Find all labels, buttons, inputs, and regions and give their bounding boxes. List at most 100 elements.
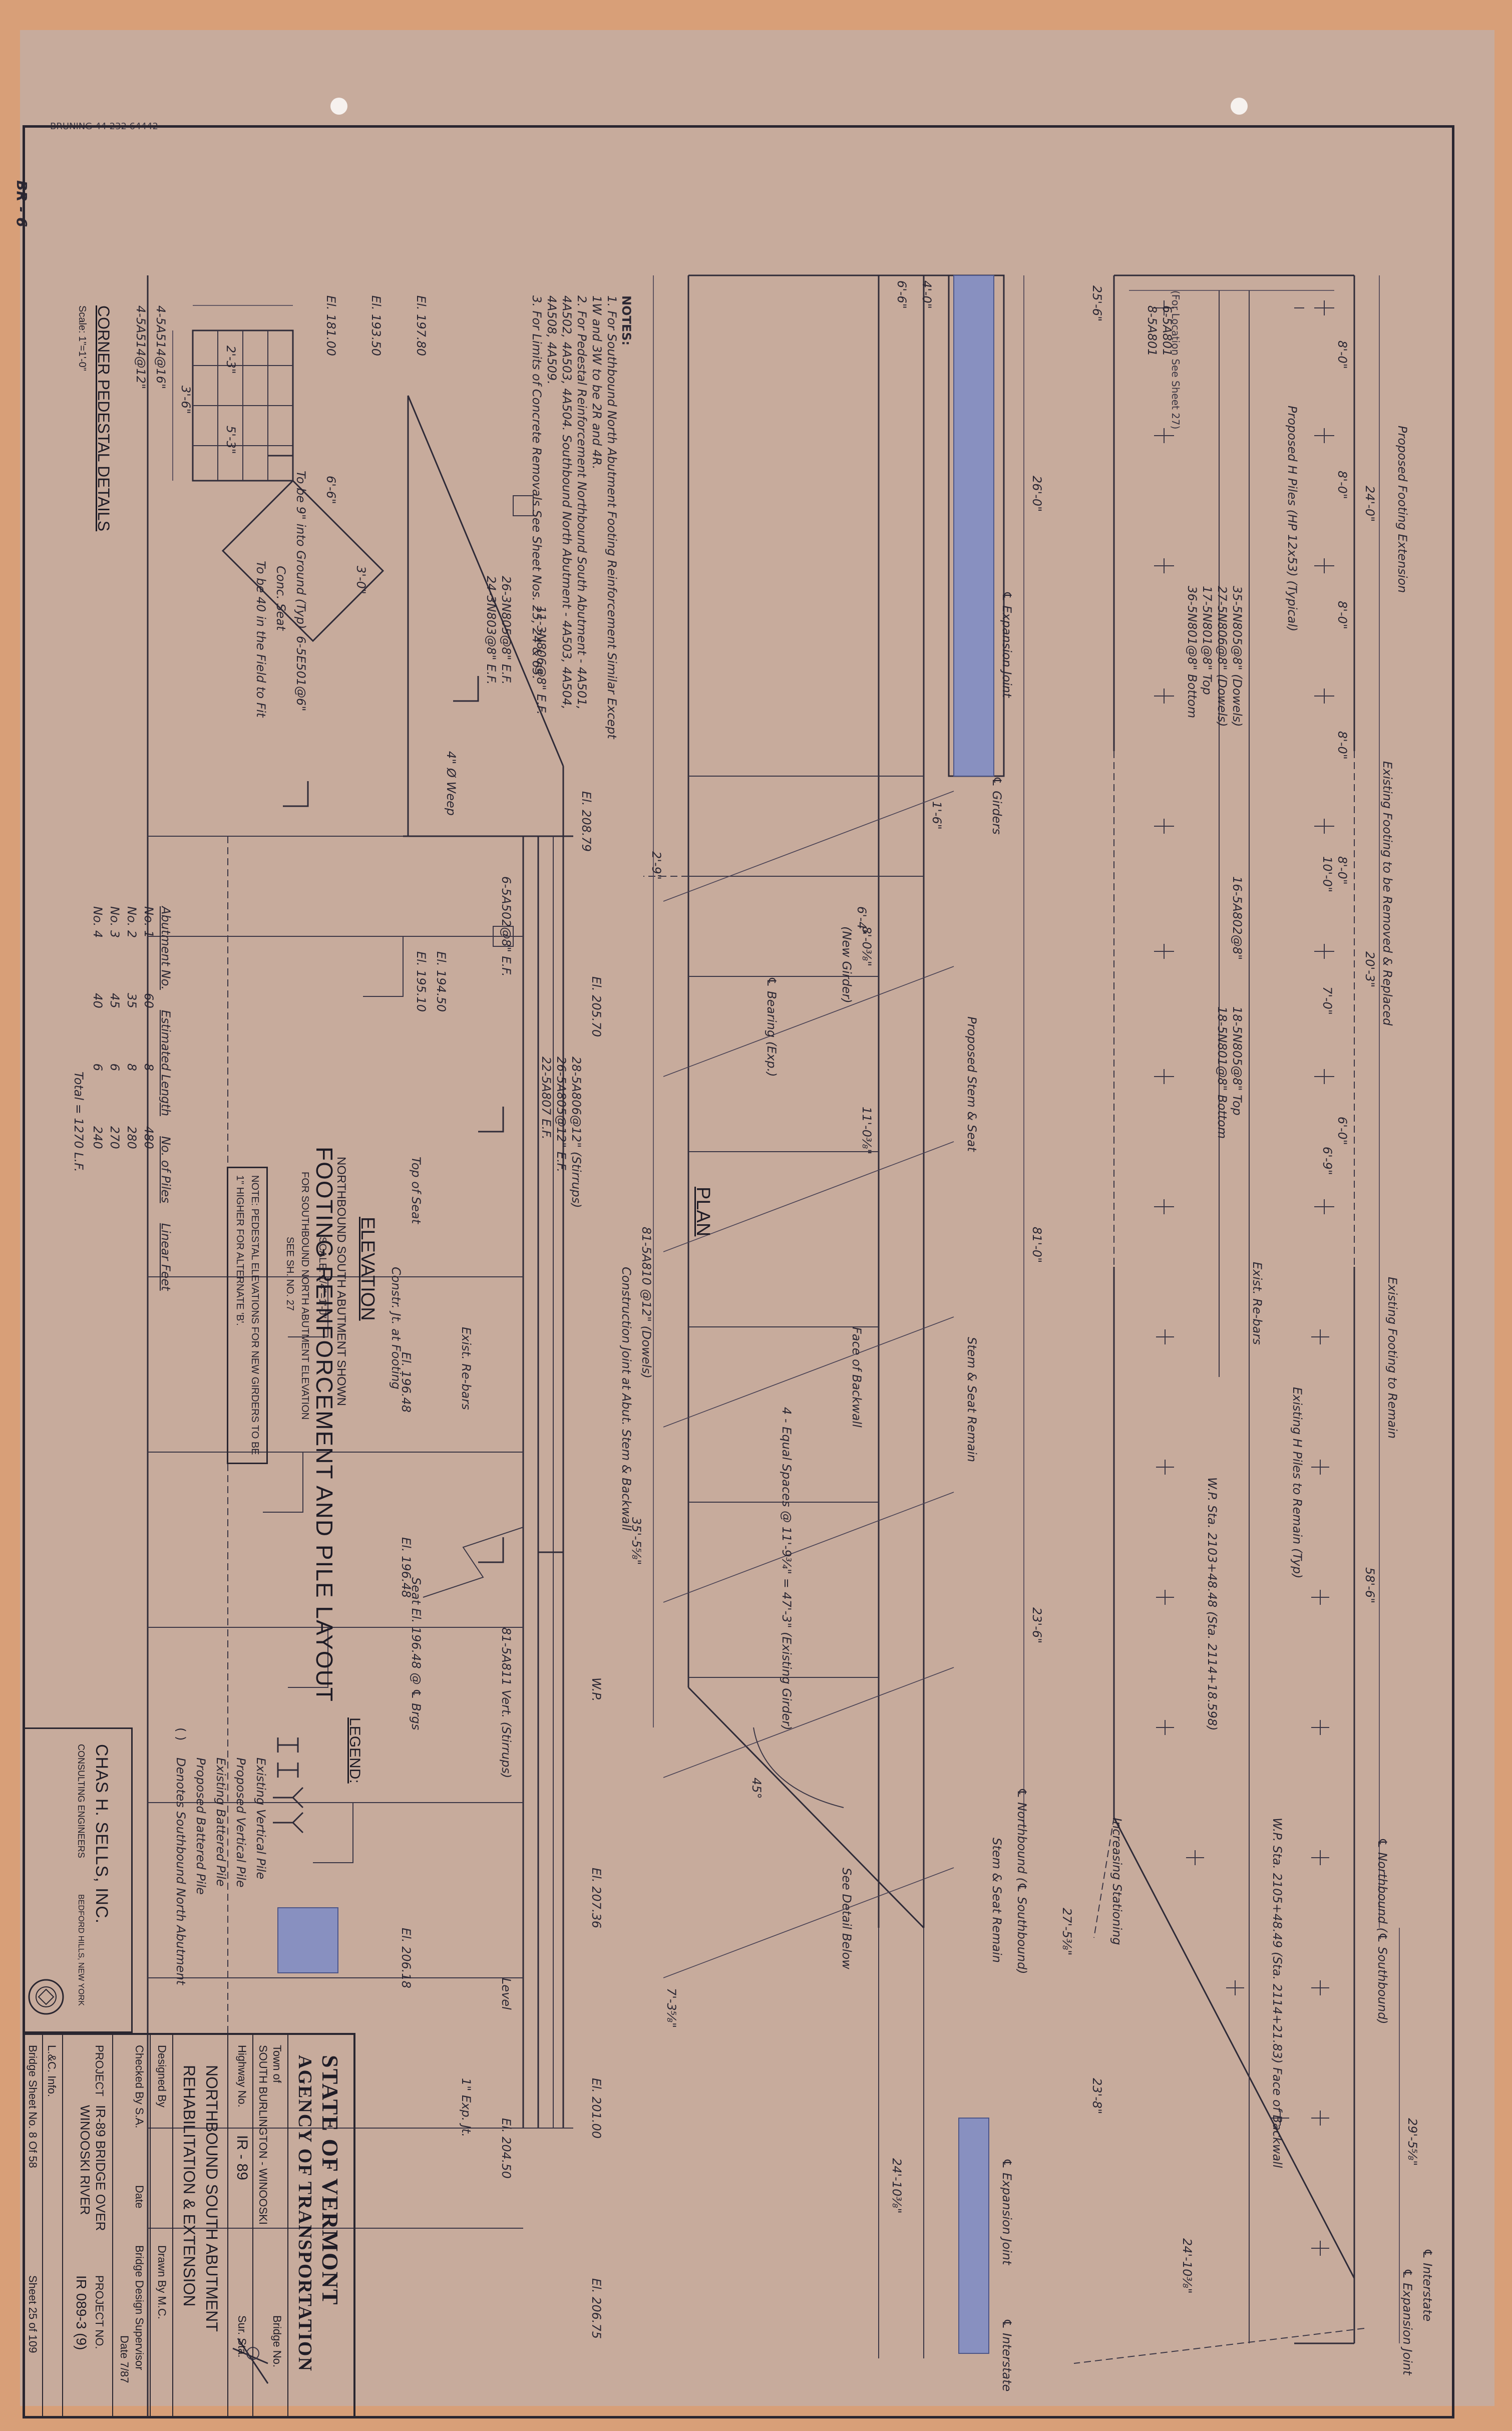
tb-lsc: L.&C. Info.: [46, 2045, 58, 2097]
footing-dim-4: 8'-0": [1335, 731, 1349, 760]
plan-label-10: ℄ Expansion Joint: [1000, 2158, 1014, 2265]
note-item-3: 3. For Limits of Concrete Removals See S…: [530, 295, 544, 679]
pile-table-total: Total = 1270 L.F.: [72, 1072, 86, 1172]
footing-dim-8: 10'-0": [1320, 856, 1334, 893]
footing-bar-2: 35-5N805@8" (Dowels): [1230, 586, 1244, 727]
elev-bar-7: 26-3N805@8" E.F.: [499, 576, 513, 685]
legend-title: LEGEND:: [346, 1717, 363, 1784]
footing-label-proposed-piles: Proposed H Piles (HP 12x53) (Typical): [1285, 406, 1299, 632]
tb-highway-label: Highway No.: [236, 2045, 248, 2108]
footing-label-extension: Proposed Footing Extension: [1395, 426, 1409, 593]
plan-dim-6: 45°: [749, 1778, 764, 1799]
tb-project-no-label: PROJECT NO.: [93, 2275, 106, 2349]
tb-project-title: NORTHBOUND SOUTH ABUTMENT: [203, 2065, 221, 2332]
footing-dim-13: 24'-10⅜": [1180, 2238, 1194, 2294]
plan-dim-11: 1'-6": [930, 801, 944, 830]
footing-bar-4: 17-5N801@8" Top: [1200, 586, 1214, 695]
tb-agency: AGENCY OF TRANSPORTATION: [294, 2055, 315, 2372]
elevation-note: NOTE: PEDESTAL ELEVATIONS FOR NEW GIRDER…: [234, 1175, 260, 1455]
elev-13: El. 204.50: [499, 2118, 513, 2179]
drawing-rotated: FOOTING REINFORCEMENT AND PILE LAYOUT Pr…: [23, 125, 1454, 2418]
elev-8: El. 193.50: [369, 295, 383, 357]
pile-row-cell: No. 4: [91, 906, 105, 938]
elev-9: El. 181.00: [324, 295, 338, 357]
plan-label-7: ℄ Northbound (℄ Southbound): [1015, 1788, 1029, 1974]
footing-dim-9: 7'-0": [1320, 986, 1334, 1015]
plan-dim-2: 23'-6": [1030, 1607, 1044, 1644]
north-arrow: [232, 2338, 269, 2384]
footing-label-existing-piles: Existing H Piles to Remain (Typ): [1290, 1387, 1304, 1579]
punch-hole: [1231, 98, 1248, 115]
elev-bar-8: 24-3N803@8" E.F.: [484, 576, 498, 685]
footing-dim-11: 58'-6": [1363, 1567, 1377, 1604]
corner-dim-4: 6'-6": [324, 476, 338, 504]
plan-label-9: See Detail Below: [840, 1868, 854, 1969]
elev-label-1: Exist. Re-bars: [459, 1327, 473, 1410]
pile-row-cell: 270: [108, 1126, 122, 1149]
drawing-linework: [147, 274, 1400, 2418]
footing-dim-0: 24'-0": [1363, 486, 1377, 522]
footing-layout-lines: [1073, 274, 1400, 2364]
pile-table-header-3: Linear Feet: [159, 1223, 173, 1291]
tb-town: SOUTH BURLINGTON - WINOOSKI: [257, 2045, 269, 2225]
elevation-lines: [147, 275, 573, 2418]
footing-dim-10: 6'-9": [1320, 1147, 1334, 1175]
elev-label-6: Level: [499, 1978, 513, 2010]
elev-bar-5: 6-5A502@8" E.F.: [499, 876, 513, 977]
table-row: No. 1 60 8 480: [142, 906, 156, 1291]
pile-row-cell: 240: [91, 1126, 105, 1149]
footing-dim-5: 8'-0": [1335, 856, 1349, 885]
pile-table-header-1: Estimated Length: [159, 1009, 173, 1117]
corner-pedestal-lines: [172, 305, 385, 642]
footing-dim-1: 8'-0": [1335, 340, 1349, 369]
elev-bar-3: 81-5A810 @12" (Dowels): [639, 1227, 653, 1378]
footing-label-replace: Existing Footing to be Removed & Replace…: [1380, 761, 1394, 1026]
paper-stamp: BRUNING 44 232 64442: [50, 121, 158, 132]
elev-bar-2: 22-5A807 E.F.: [539, 1057, 553, 1140]
table-row: No. 3 45 6 270: [108, 906, 122, 1291]
legend-item-3: Proposed Battered Pile: [194, 1758, 208, 1895]
punch-hole: [330, 98, 347, 115]
footing-bar-7: 18-5N805@8" Top: [1230, 1006, 1244, 1116]
corner-dim-1: 2'-3": [224, 345, 238, 374]
pile-row-cell: 35: [125, 993, 139, 1008]
footing-label-expansion: ℄ Expansion Joint: [1400, 2268, 1414, 2375]
corner-dim-2: 5'-3": [224, 426, 238, 454]
legend: LEGEND:: [346, 1717, 363, 1784]
elev-label-8: 4" Ø Weep: [444, 751, 458, 816]
elevation-scale: SCALE: 1/4"=1'-0": [317, 1237, 328, 1319]
footing-label-exist-rebars: Exist. Re-bars: [1250, 1262, 1264, 1345]
footing-dim-12: 29'-5⅝": [1405, 2118, 1419, 2166]
corner-label-2: Conc. Seat: [274, 566, 288, 631]
pile-row-cell: 8: [125, 1063, 139, 1071]
elev-label-3: Constr. Jt. at Footing: [389, 1267, 403, 1390]
tb-project-no: IR 089-3 (9): [74, 2275, 89, 2350]
corner-dim-3: 3'-0": [354, 566, 368, 594]
notes-heading: NOTES:: [619, 295, 633, 346]
pile-row-cell: No. 1: [142, 906, 156, 938]
plan-dim-8: 24'-10⅜": [890, 2158, 904, 2214]
tb-date-label: Date: [133, 2185, 146, 2209]
title-block: STATE OF VERMONT AGENCY OF TRANSPORTATIO…: [23, 2033, 355, 2418]
pile-row-cell: No. 3: [108, 906, 122, 938]
elev-7: El. 197.80: [414, 295, 428, 357]
plan-dim-0: 26'-0": [1030, 476, 1044, 512]
tb-project-name: IR-89 BRIDGE OVER WINOOSKI RIVER: [78, 2105, 108, 2231]
pile-row-cell: 60: [142, 993, 156, 1008]
legend-item-2: Existing Battered Pile: [214, 1758, 228, 1887]
legend-symbols: [273, 1738, 304, 1834]
footing-label-wp2: W.P. Sta. 2103+48.48 (Sta. 2114+18.598): [1205, 1477, 1219, 1731]
elev-label-7: 1" Exp. Jt.: [459, 2078, 473, 2137]
pile-table-header-0: Abutment No.: [159, 906, 173, 990]
elevation-for-south: FOR SOUTHBOUND NORTH ABUTMENT ELEVATION: [299, 1172, 310, 1420]
footing-bar-5: 36-5N801@8" Bottom: [1185, 586, 1199, 719]
plan-label-5: Face of Backwall: [850, 1327, 864, 1428]
tb-sur-sta: Sur. Sta.: [236, 2315, 248, 2358]
elev-4: El. 207.36: [589, 1868, 603, 1929]
plan-title: PLAN: [692, 1187, 713, 1237]
elev-12: El. 206.18: [399, 1928, 413, 1989]
corner-dim-0: 3'-6": [179, 386, 193, 414]
pile-row-cell: 40: [91, 993, 105, 1008]
elev-bar-1: 26-5A805@12" E.F.: [554, 1057, 568, 1173]
plan-dim-7: 7'-3⅝": [664, 1988, 678, 2028]
